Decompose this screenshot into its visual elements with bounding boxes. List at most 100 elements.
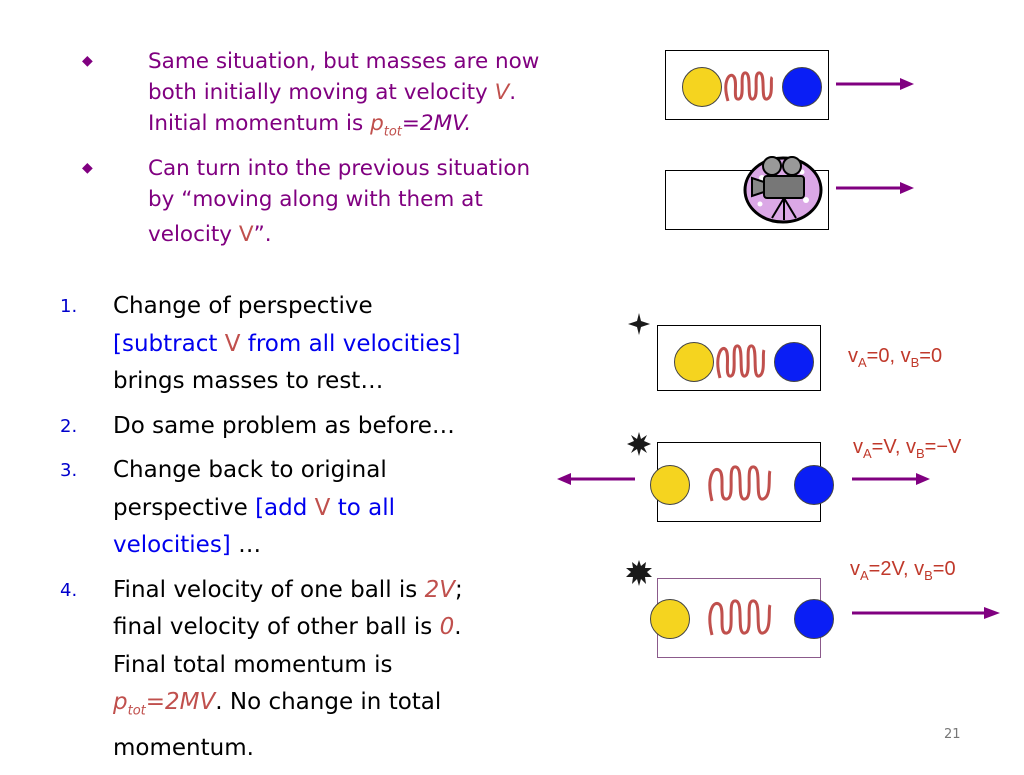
text-line: velocity V”. [148,219,578,250]
velocity-value: 2V [424,576,455,603]
ball-a [650,599,690,639]
text-span: perspective [113,494,256,521]
text-span: Initial momentum is [148,111,371,136]
text-line: both initially moving at velocity V. [148,77,578,108]
arrow-right-icon [836,182,914,194]
text-span: . [509,80,517,105]
spring-icon [708,599,772,636]
text-span: [subtract [113,330,225,357]
box-initial [665,50,829,120]
velocity-symbol: V [238,222,254,248]
page-number: 21 [944,727,961,742]
text-line: Can turn into the previous situation [148,156,531,182]
text-line: Same situation, but masses are now [148,49,540,74]
text-line: momentum. [113,735,254,762]
box-final [650,578,834,658]
text-span: from all velocities] [240,330,461,357]
text-line: Final total momentum is [113,651,393,678]
arrow-right-icon [852,473,930,485]
spring-icon [708,465,772,502]
text-span: to all [330,494,395,521]
text-span: =0 [919,345,943,367]
arrow-right-icon [852,607,1000,619]
arrow-left-icon [557,473,635,485]
text-span: =0 [932,558,956,580]
step-2: 2. Do same problem as before… [60,408,530,446]
text-span: v [853,436,863,458]
text-line: [subtract V from all velocities] [113,326,530,364]
star-burst-icon [628,313,650,335]
step-1: 1. Change of perspective [subtract V fro… [60,288,530,401]
text-span: both initially moving at velocity [148,80,495,105]
text-span: =V, v [871,436,916,458]
subscript: A [858,355,867,370]
step-4: 4. Final velocity of one ball is 2V; fin… [60,572,530,768]
movie-camera-icon [743,156,823,224]
text-span: =2V, v [868,558,925,580]
text-span: … [230,532,262,558]
velocity-label-rest: vA=0, vB=0 [848,345,942,370]
arrow-right-icon [836,78,914,90]
step-number: 3. [60,460,78,481]
diamond-bullet-icon: ◆ [82,160,93,177]
subscript: B [910,355,920,370]
momentum-value: =2MV. [401,111,472,136]
text-span: velocities] [113,532,231,558]
velocity-value: 0 [439,614,455,640]
text-line: Initial momentum is ptot=2MV. [148,108,578,147]
steps-list: 1. Change of perspective [subtract V fro… [60,288,530,775]
momentum-symbol: p [113,689,128,715]
text-span: [add [255,494,315,521]
star-burst-icon [627,432,651,456]
text-span: =0, v [866,345,911,367]
step-number: 2. [60,415,78,437]
ball-a [650,465,690,505]
step-number: 4. [60,579,78,601]
subscript: tot [127,703,146,719]
star-burst-icon [626,560,652,586]
spring-icon [716,344,766,379]
text-span: final velocity of other ball is [113,614,440,640]
text-line: brings masses to rest… [113,368,384,394]
subscript: B [924,568,933,583]
momentum-symbol: p [370,111,384,136]
velocity-label-final: vA=2V, vB=0 [850,558,956,583]
ball-b [774,342,814,382]
text-span: . [454,614,462,640]
text-span: ; [454,576,463,603]
text-line: ptot=2MV. No change in total [113,684,530,730]
top-bullet-2: ◆ Can turn into the previous situation b… [78,153,578,250]
velocity-symbol: V [224,330,241,357]
text-span: Final velocity of one ball is [113,576,425,603]
subscript: tot [383,124,402,140]
step-3: 3. Change back to original perspective [… [60,452,530,565]
velocity-label-moving: vA=V, vB=−V [853,436,961,461]
velocity-symbol: V [314,494,331,521]
diamond-bullet-icon: ◆ [82,53,93,69]
box-moving [650,442,834,522]
top-bullet-1: ◆ Same situation, but masses are now bot… [78,46,578,147]
text-line: by “moving along with them at [148,187,483,213]
text-span: v [848,345,858,367]
text-line: Final velocity of one ball is 2V; [113,572,530,610]
text-span: ”. [253,222,272,248]
text-span: v [850,558,860,580]
text-line: velocities] … [113,527,530,565]
text-line: Change back to original [113,457,387,483]
ball-b [794,599,834,639]
text-line: Change of perspective [113,293,373,319]
top-bullet-list: ◆ Same situation, but masses are now bot… [78,46,578,256]
text-span: velocity [148,222,239,248]
box-rest [657,325,821,391]
ball-a [674,342,714,382]
velocity-symbol: V [494,80,510,105]
text-line: final velocity of other ball is 0. [113,609,530,647]
step-number: 1. [60,296,78,317]
momentum-value: =2MV [145,689,216,715]
subscript: B [915,446,925,461]
ball-b [782,67,822,107]
text-line: Do same problem as before… [113,412,455,439]
text-line: perspective [add V to all [113,490,530,528]
spring-icon [724,71,774,102]
ball-b [794,465,834,505]
